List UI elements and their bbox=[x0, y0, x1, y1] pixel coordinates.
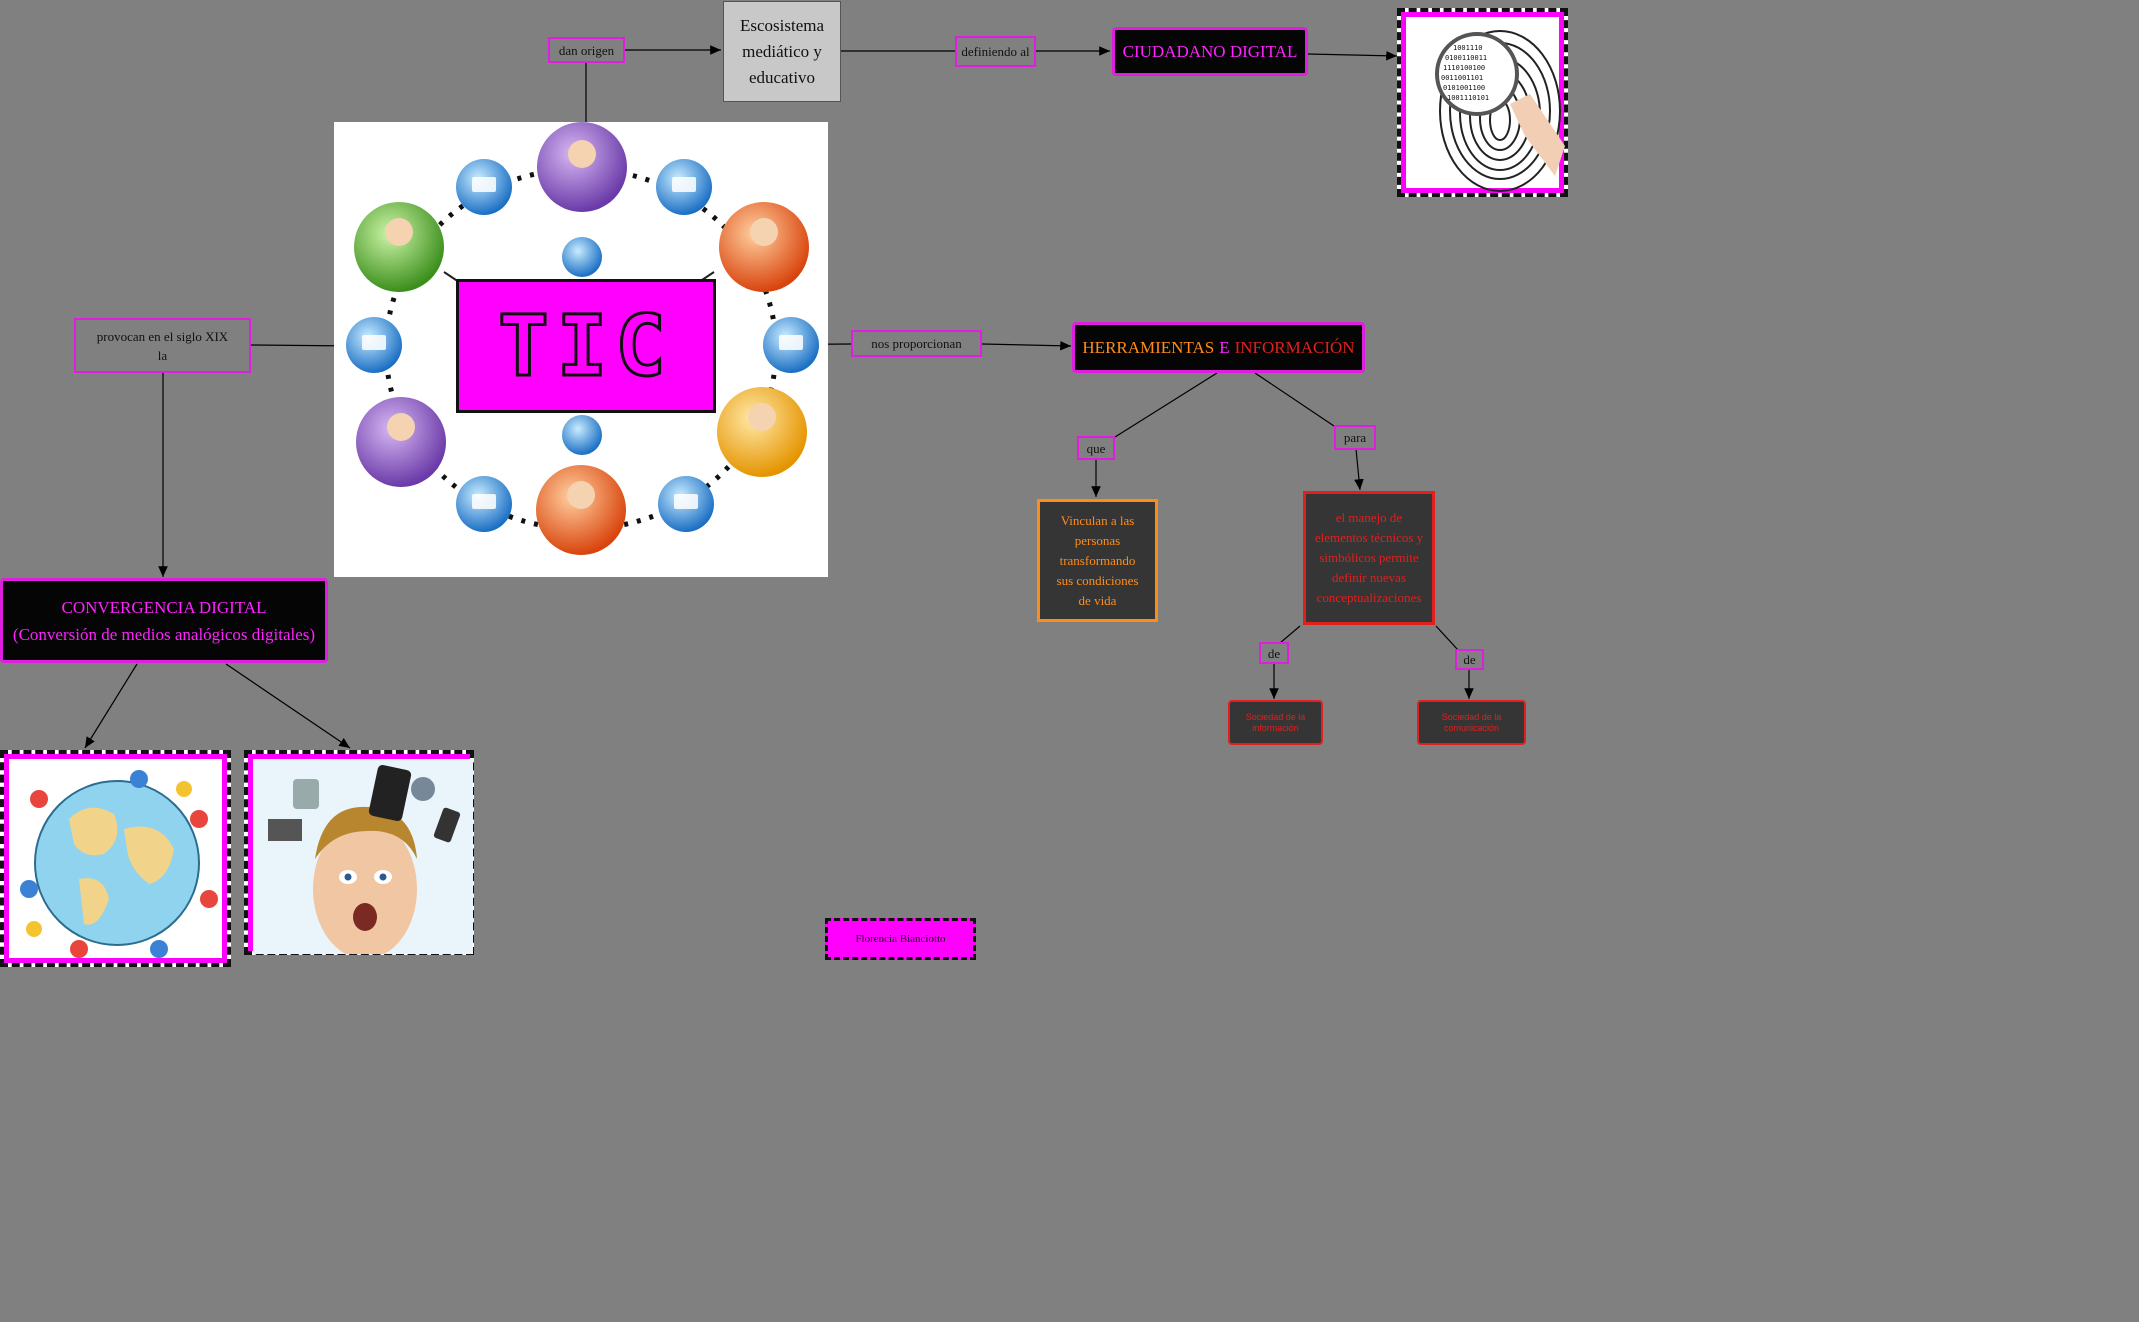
tic-box: TIC bbox=[456, 279, 716, 413]
node-text: Vinculan a las personas transformando su… bbox=[1056, 512, 1139, 608]
label-text: para bbox=[1343, 430, 1367, 445]
label-definiendo-al: definiendo al bbox=[955, 36, 1036, 67]
label-text-line2: la bbox=[157, 347, 168, 363]
label-provocan: provocan en el siglo XIX la bbox=[74, 318, 251, 373]
people-network-illustration bbox=[346, 122, 819, 555]
author-name: Florencia Bianciotto bbox=[855, 933, 946, 945]
label-text: que bbox=[1086, 440, 1106, 456]
label-text: nos proporcionan bbox=[871, 336, 962, 351]
node-ciudadano-digital: CIUDADANO DIGITAL bbox=[1112, 27, 1308, 76]
children-around-globe bbox=[20, 770, 218, 958]
label-de-2: de bbox=[1455, 649, 1484, 670]
surprised-man-with-devices bbox=[253, 759, 473, 954]
label-que: que bbox=[1077, 436, 1115, 460]
label-nos-proporcionan: nos proporcionan bbox=[851, 330, 982, 357]
node-herramientas-informacion: HERRAMIENTAS E INFORMACIÓN bbox=[1072, 322, 1365, 373]
svg-text:0101001100: 0101001100 bbox=[1443, 84, 1485, 92]
fingerprint-image-frame: 1001110 0100110011 1110100100 0011001101 0… bbox=[1397, 8, 1568, 197]
svg-text:0011001101: 0011001101 bbox=[1441, 74, 1483, 82]
svg-text:1001110: 1001110 bbox=[1453, 44, 1483, 52]
node-text: Sociedad de la información bbox=[1245, 711, 1306, 733]
node-text-e: E bbox=[1219, 337, 1230, 357]
tic-title: TIC bbox=[497, 296, 674, 397]
node-vinculan: Vinculan a las personas transformando su… bbox=[1037, 499, 1158, 622]
devices-image-frame bbox=[244, 750, 474, 955]
label-text: dan origen bbox=[558, 42, 615, 58]
node-sociedad-informacion: Sociedad de la información bbox=[1228, 700, 1323, 745]
globe-image-frame bbox=[0, 750, 231, 967]
node-text: CIUDADANO DIGITAL bbox=[1122, 41, 1298, 61]
node-sociedad-comunicacion: Sociedad de la comunicación bbox=[1417, 700, 1526, 745]
label-text: de bbox=[1463, 652, 1476, 667]
label-de-1: de bbox=[1259, 642, 1289, 664]
node-text: Sociedad de la comunicación bbox=[1441, 711, 1502, 733]
node-text: el manejo de elementos técnicos y simból… bbox=[1314, 510, 1424, 605]
node-text-herramientas: HERRAMIENTAS bbox=[1082, 337, 1215, 357]
svg-text:1001110101: 1001110101 bbox=[1447, 94, 1489, 102]
label-text: definiendo al bbox=[961, 44, 1030, 59]
fingerprint-binary-magnifier: 1001110 0100110011 1110100100 0011001101 0… bbox=[1435, 30, 1565, 192]
svg-text:1110100100: 1110100100 bbox=[1443, 64, 1485, 72]
node-text: Escosistema mediático y educativo bbox=[739, 15, 825, 87]
label-text: de bbox=[1267, 645, 1281, 661]
svg-text:0100110011: 0100110011 bbox=[1445, 54, 1487, 62]
label-text-line1: provocan en el siglo XIX bbox=[96, 328, 229, 344]
node-text-line1: CONVERGENCIA DIGITAL bbox=[61, 597, 267, 617]
label-para: para bbox=[1334, 425, 1376, 450]
node-text-line2: (Conversión de medios analógicos digital… bbox=[12, 624, 316, 644]
node-convergencia-digital: CONVERGENCIA DIGITAL (Conversión de medi… bbox=[0, 578, 328, 663]
author-box: Florencia Bianciotto bbox=[825, 918, 976, 960]
node-text-informacion: INFORMACIÓN bbox=[1234, 337, 1355, 357]
label-dan-origen: dan origen bbox=[548, 37, 625, 63]
node-manejo: el manejo de elementos técnicos y simból… bbox=[1303, 491, 1435, 625]
node-ecosistema: Escosistema mediático y educativo bbox=[723, 1, 841, 102]
